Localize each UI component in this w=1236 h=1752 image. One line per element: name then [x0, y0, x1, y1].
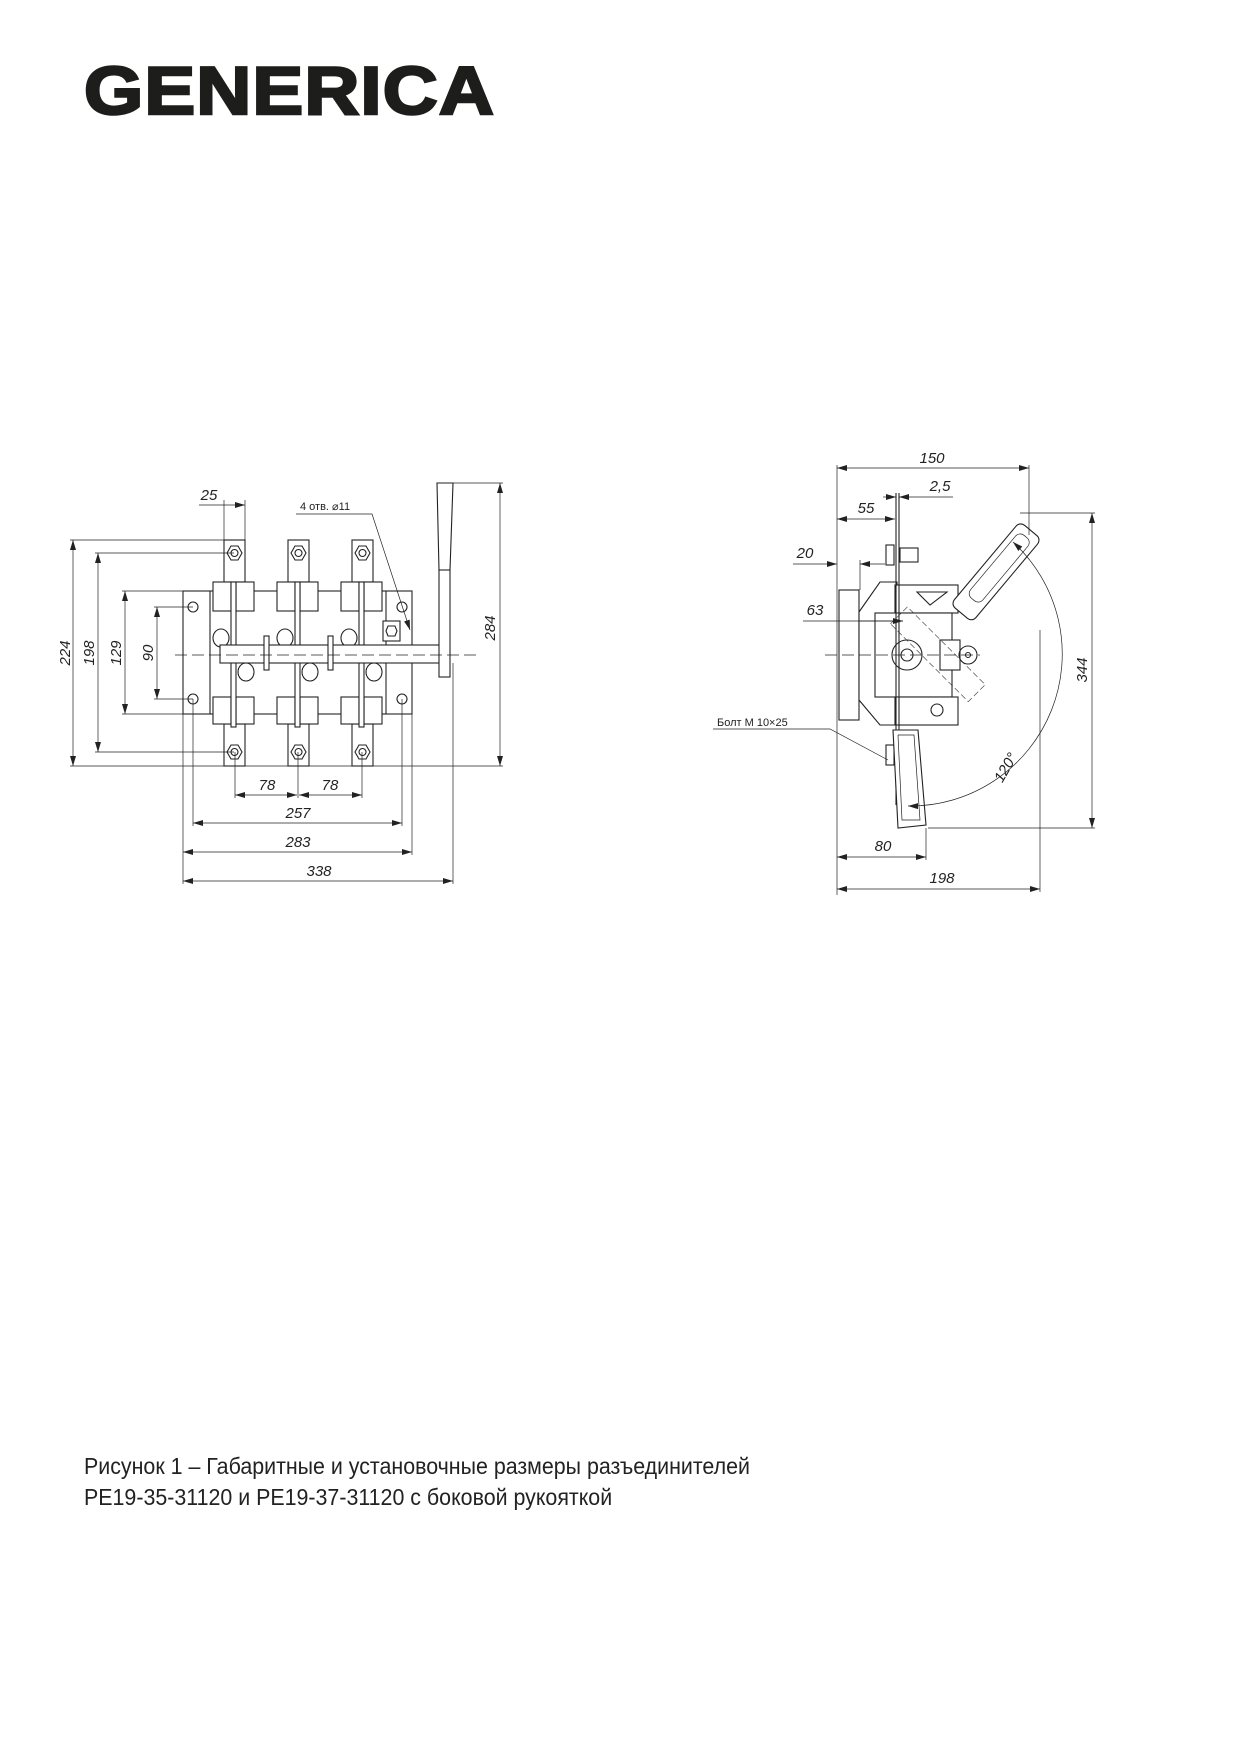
- dim-78-left: 78: [259, 777, 276, 794]
- dim-284: 284: [482, 615, 499, 641]
- dim-344: 344: [1074, 657, 1091, 682]
- front-dimensions: [70, 482, 503, 884]
- figure-caption-line2: РЕ19-35-31120 и РЕ19-37-31120 с боковой …: [84, 1484, 613, 1510]
- handle-on: [952, 523, 1040, 621]
- dim-129: 129: [108, 640, 125, 666]
- holes-note: 4 отв. ⌀11: [300, 501, 350, 513]
- front-view: 224 198 129 90 284 25 78 78 257 283 338 …: [57, 482, 503, 884]
- dim-224: 224: [57, 640, 74, 666]
- dim-25: 25: [200, 487, 218, 504]
- dim-257: 257: [284, 805, 311, 822]
- dim-150: 150: [919, 450, 945, 467]
- handle: [436, 482, 454, 571]
- side-dimensions: [713, 465, 1095, 895]
- dim-80: 80: [875, 838, 892, 855]
- dim-198: 198: [81, 640, 98, 666]
- dim-198-side: 198: [929, 870, 955, 887]
- dim-78-right: 78: [322, 777, 339, 794]
- figure-caption-line1: Рисунок 1 – Габаритные и установочные ра…: [84, 1453, 750, 1479]
- side-view: 150 2,5 55 20 63 344 80 198 120° Болт М …: [713, 450, 1095, 895]
- dim-283: 283: [284, 834, 311, 851]
- brand-logo: GENERICA: [83, 52, 496, 131]
- side-nut: [382, 620, 401, 642]
- dim-338: 338: [306, 863, 332, 880]
- bolt-note: Болт М 10×25: [717, 717, 788, 729]
- dim-20: 20: [796, 545, 814, 562]
- dim-2-5: 2,5: [929, 478, 952, 495]
- angle-120: 120°: [991, 750, 1021, 785]
- dim-63: 63: [807, 602, 824, 619]
- dim-90: 90: [140, 644, 157, 661]
- dim-55: 55: [858, 500, 875, 517]
